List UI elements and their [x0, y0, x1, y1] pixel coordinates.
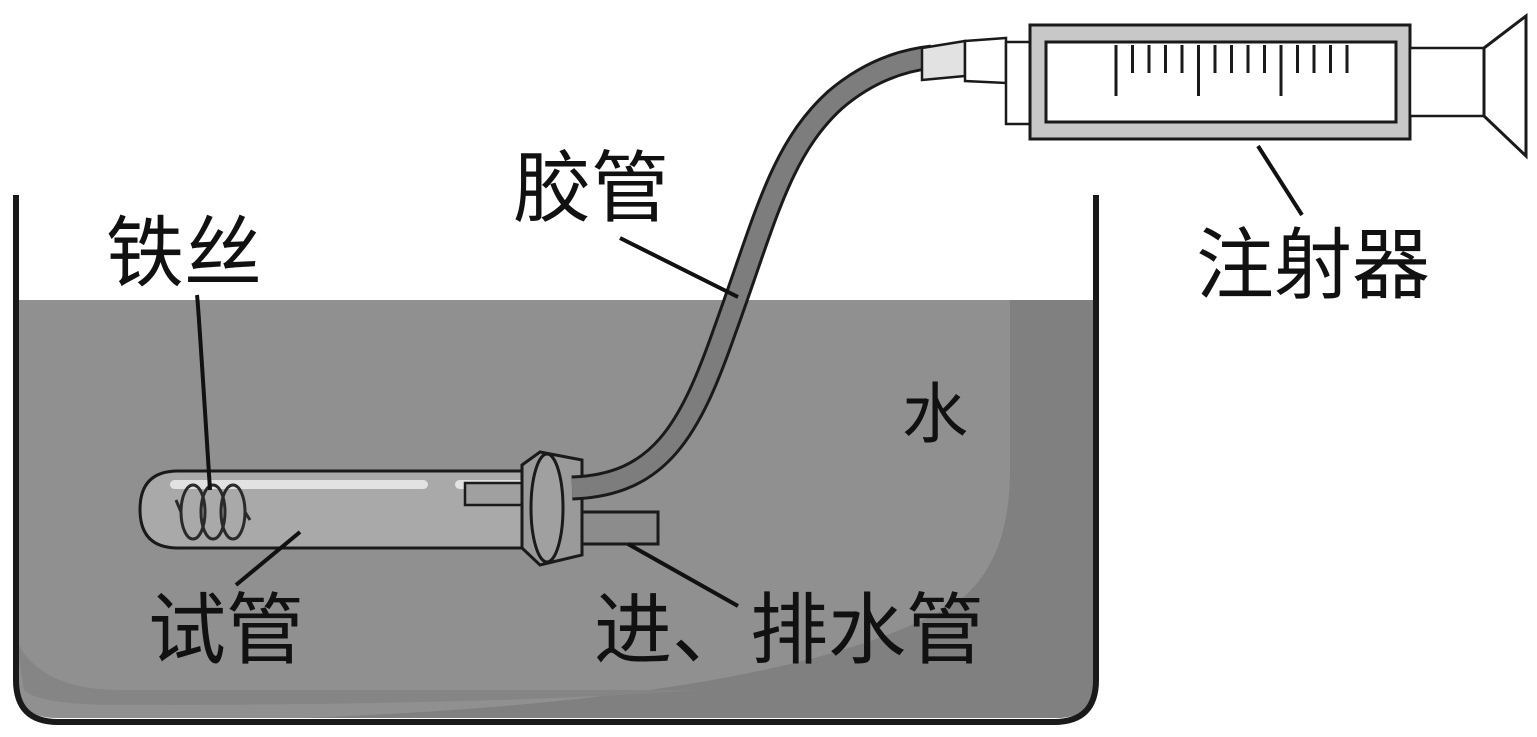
leader-lines	[195, 144, 1304, 608]
water-shadow-bottom	[16, 640, 700, 705]
syringe-plunger-rod	[1408, 46, 1486, 118]
label-iron-wire: 铁丝	[106, 209, 263, 299]
water-shadow-right	[300, 300, 1096, 718]
syringe-scale	[1114, 45, 1349, 96]
label-water: 水	[902, 376, 968, 453]
syringe-window	[1044, 40, 1398, 124]
label-syringe: 注射器	[1196, 221, 1431, 311]
leader-iron-wire	[195, 294, 212, 491]
label-rubber-tube: 胶管	[513, 144, 670, 234]
leader-drain-tube	[627, 542, 739, 608]
label-drain-tube: 进、排水管	[594, 586, 985, 676]
iron-wire-coil	[174, 483, 252, 541]
leader-rubber-tube	[619, 236, 739, 299]
syringe-tip	[963, 36, 1008, 85]
syringe-collar	[1004, 40, 1032, 126]
rubber-hose	[571, 47, 934, 498]
leader-syringe	[1256, 144, 1304, 217]
syringe-nozzle	[920, 39, 967, 82]
label-test-tube: 试管	[148, 586, 305, 676]
leader-test-tube	[234, 530, 302, 587]
syringe	[920, 12, 1528, 160]
rubber-stopper	[520, 450, 584, 567]
syringe-plunger-end	[1482, 12, 1528, 160]
basin-outline	[13, 195, 1099, 725]
